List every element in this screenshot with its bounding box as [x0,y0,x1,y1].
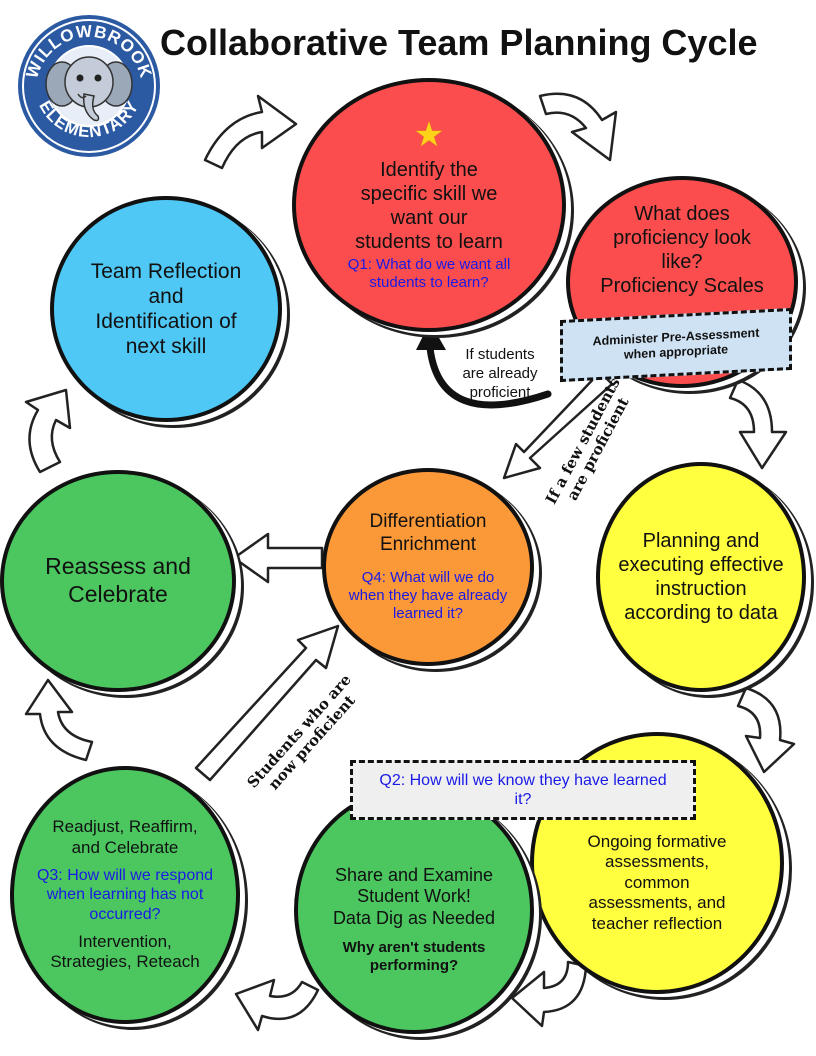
node-share-examine: Share and Examine Student Work! Data Dig… [294,786,534,1034]
node-reassess-line1: Reassess and [45,553,191,580]
node-reassess-line2: Celebrate [68,581,168,607]
node-differentiation: Differentiation Enrichment Q4: What will… [322,468,534,666]
node-reflection-line2: and [148,284,184,308]
node-reflection-line4: next skill [125,335,207,359]
node-identify-line1: Identify the [380,159,478,181]
node-proficiency-line3: like? [661,251,703,273]
q2-box: Q2: How will we know they have learned i… [350,760,696,820]
star-icon: ★ [413,116,445,154]
node-readjust: Readjust, Reaffirm, and Celebrate Q3: Ho… [10,766,240,1024]
node-planning-line4: according to data [624,602,778,624]
curved-arrow-icon [24,388,72,474]
curved-arrow-icon [728,378,788,470]
diagonal-arrow-icon [194,624,340,782]
curved-arrow-icon [510,960,588,1028]
node-readjust-line1: Readjust, Reaffirm, [52,817,198,837]
curved-arrow-icon [234,978,320,1032]
pre-assessment-banner: Administer Pre-Assessment when appropria… [560,307,792,383]
label-already-proficient: If students are already proficient [462,346,538,401]
return-arrow-icon [426,344,552,409]
node-ongoing-line1: Ongoing formative [587,832,727,852]
node-planning-line2: executing effective [618,554,784,576]
diagonal-arrow-icon [502,370,614,480]
node-identify-line2: specific skill we [360,183,498,205]
node-team-reflection: Team Reflection and Identification of ne… [50,196,282,422]
node-identify-line4: students to learn [355,231,503,253]
question-q4: Q4: What will we do when they have alrea… [348,568,508,622]
node-readjust-line4: Strategies, Reteach [50,952,200,972]
node-ongoing-line5: teacher reflection [591,913,723,933]
node-diff-line2: Enrichment [379,534,477,555]
left-arrow-icon [232,532,324,584]
node-proficiency-line1: What does [634,203,730,225]
school-logo: WILLOWBROOK ELEMENTARY [14,12,164,160]
node-ongoing-line4: assessments, and [588,893,726,913]
node-ongoing-line3: common [624,872,690,892]
node-readjust-line3: Intervention, [78,931,172,951]
node-reflection-line3: Identification of [95,310,237,333]
curved-arrow-icon [538,92,618,162]
curved-arrow-icon [736,686,796,774]
node-planning-line1: Planning and [642,530,760,552]
node-planning-line3: instruction [655,578,747,600]
question-q3: Q3: How will we respond when learning ha… [36,867,214,923]
node-proficiency-line2: proficiency look [613,227,751,249]
node-ongoing-line2: assessments, [605,852,709,872]
curved-arrow-icon [203,94,298,170]
node-identify-skill: ★ Identify the specific skill we want ou… [292,78,566,332]
node-share-bold: Why aren't students performing? [342,939,486,975]
elephant-logo-icon: WILLOWBROOK ELEMENTARY [18,15,160,157]
node-readjust-line2: and Celebrate [71,837,179,857]
node-share-line3: Data Dig as Needed [332,907,496,928]
page-title: Collaborative Team Planning Cycle [160,22,758,63]
node-share-line2: Student Work! [357,886,471,907]
node-identify-line3: want our [390,207,468,229]
node-proficiency-line4: Proficiency Scales [600,275,764,297]
node-share-line1: Share and Examine [334,864,494,885]
question-q1: Q1: What do we want all students to lear… [347,256,511,291]
node-reassess: Reassess and Celebrate [0,470,236,692]
node-diff-line1: Differentiation [369,511,487,533]
curved-arrow-icon [24,678,94,762]
arrowhead-icon [416,322,446,350]
node-planning: Planning and executing effective instruc… [596,462,806,692]
node-reflection-line1: Team Reflection [90,259,242,283]
question-q2: Q2: How will we know they have learned i… [379,771,667,808]
